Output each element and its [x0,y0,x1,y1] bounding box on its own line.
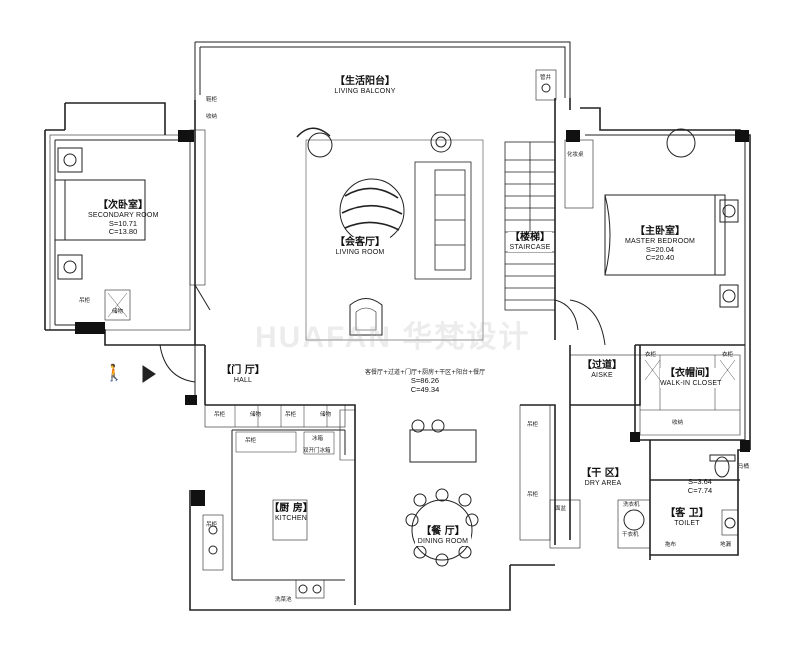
room-name-en: TOILET [674,519,700,527]
room-name-en: STAIRCASE [509,243,551,251]
room-perimeter: C=49.34 [410,384,440,394]
fixture-label: 收纳 [672,420,684,426]
room-name-en: WALK-IN CLOSET [660,379,722,387]
fixture-label: 冰箱 [312,436,324,442]
dining-table [411,499,473,561]
closet-walls [634,345,745,441]
fixture-label: 吊柜 [285,412,297,418]
room-name-cn: 【衣帽间】 [665,368,715,379]
coffee-bench [409,429,477,463]
room-name-en: LIVING BALCONY [334,87,396,95]
room-perimeter: C=13.80 [108,227,138,237]
room-name-cn: 【厨 房】 [269,503,313,514]
fixture-label: 衣柜 [645,352,657,358]
living-rug [305,139,484,341]
room-name-cn: 【餐 厅】 [421,526,465,537]
fixture-label: 马桶 [738,464,750,470]
room-dining: 【餐 厅】 DINING ROOM [415,526,471,546]
room-hall: 【门 厅】 HALL [218,365,268,385]
room-name-en: SECONDARY ROOM [88,211,159,219]
room-living: 【会客厅】 LIVING ROOM [330,237,390,257]
fixture-label: 双开门冰箱 [303,448,331,454]
south-wall [355,564,555,611]
master-outer [569,98,751,560]
fixture-label: 洗菜池 [275,597,292,603]
fixture-label: 收纳 [206,114,218,120]
room-name-en: DRY AREA [584,479,622,487]
outer-wall [178,100,206,405]
sofa [414,161,472,280]
room-name-cn: 【门 厅】 [221,365,265,376]
room-area: S=10.71 [108,218,138,228]
room-secondary: 【次卧室】 SECONDARY ROOM S=10.71 C=13.80 [88,200,158,237]
fixture-label: 吊柜 [79,298,91,304]
room-name-cn: 【生活阳台】 [335,76,395,87]
combined-label: 客餐厅+过道+门厅+厨房+干区+阳台+餐厅 [365,369,486,376]
balcony-outline [194,41,571,100]
room-aisle: 【过道】 AISKE [578,360,626,380]
room-perimeter: C=7.74 [687,485,713,495]
armchair [349,298,383,336]
room-area: S=3.64 [688,477,712,486]
room-name-en: HALL [233,376,253,384]
room-name-en: LIVING ROOM [335,248,385,256]
room-master: 【主卧室】 MASTER BEDROOM S=20.04 C=20.40 [625,226,695,263]
outer-wall-left-rooms [44,102,178,346]
fixture-label: 面盆 [555,506,567,512]
fixture-label: 吊柜 [527,422,539,428]
toilet-walls [649,440,740,555]
fixture-label: 储物 [112,309,124,315]
room-name-en: KITCHEN [274,514,308,522]
room-toilet-measure: S=3.64 C=7.74 [680,477,720,495]
room-area: S=20.04 [645,244,675,254]
fixture-label: 干衣机 [622,532,639,538]
room-staircase: 【楼梯】 STAIRCASE [508,232,552,252]
room-dry-area: 【干 区】 DRY AREA [578,468,628,488]
fixture-label: 吊柜 [206,522,218,528]
watermark: HUAFAN 华梵设计 [255,321,531,354]
fixture-label: 储物 [250,412,262,418]
room-area: S=86.26 [410,375,440,385]
room-walk-in-closet: 【衣帽间】 WALK-IN CLOSET [660,368,722,388]
room-name-en: MASTER BEDROOM [625,237,696,245]
staircase [504,141,556,311]
room-name-cn: 【过道】 [582,360,622,371]
room-name-en: DINING ROOM [417,537,469,545]
room-name-cn: 【会客厅】 [335,237,385,248]
room-kitchen: 【厨 房】 KITCHEN [266,503,316,523]
fixture-label: 地漏 [720,542,732,548]
room-combined-area: 客餐厅+过道+门厅+厨房+干区+阳台+餐厅 S=86.26 C=49.34 [365,369,486,394]
room-living-balcony: 【生活阳台】 LIVING BALCONY [330,76,400,96]
room-toilet: 【客 卫】 TOILET [662,508,712,528]
person-icon: 🚶 [104,363,124,382]
fixture-label: 洗衣机 [623,502,640,508]
fixture-label: 吊柜 [245,438,257,444]
fixture-label: 管井 [540,75,552,81]
fixture-label: 吊柜 [214,412,226,418]
kitchen-counter [231,429,356,581]
fixture-label: 储物 [320,412,332,418]
room-name-cn: 【干 区】 [581,468,625,479]
fixture-label: 衣柜 [722,352,734,358]
room-name-cn: 【次卧室】 [98,200,148,211]
room-name-cn: 【主卧室】 [635,226,685,237]
fixture-label: 鞋柜 [206,97,218,103]
fixture-label: 拖布 [665,542,677,548]
fixture-label: 吊柜 [527,492,539,498]
master-inner [585,134,746,440]
fixture-label: 化妆桌 [567,152,584,158]
room-name-cn: 【客 卫】 [665,508,709,519]
room-perimeter: C=20.40 [645,253,675,263]
room-name-en: AISKE [591,371,613,379]
room-name-cn: 【楼梯】 [510,232,550,243]
